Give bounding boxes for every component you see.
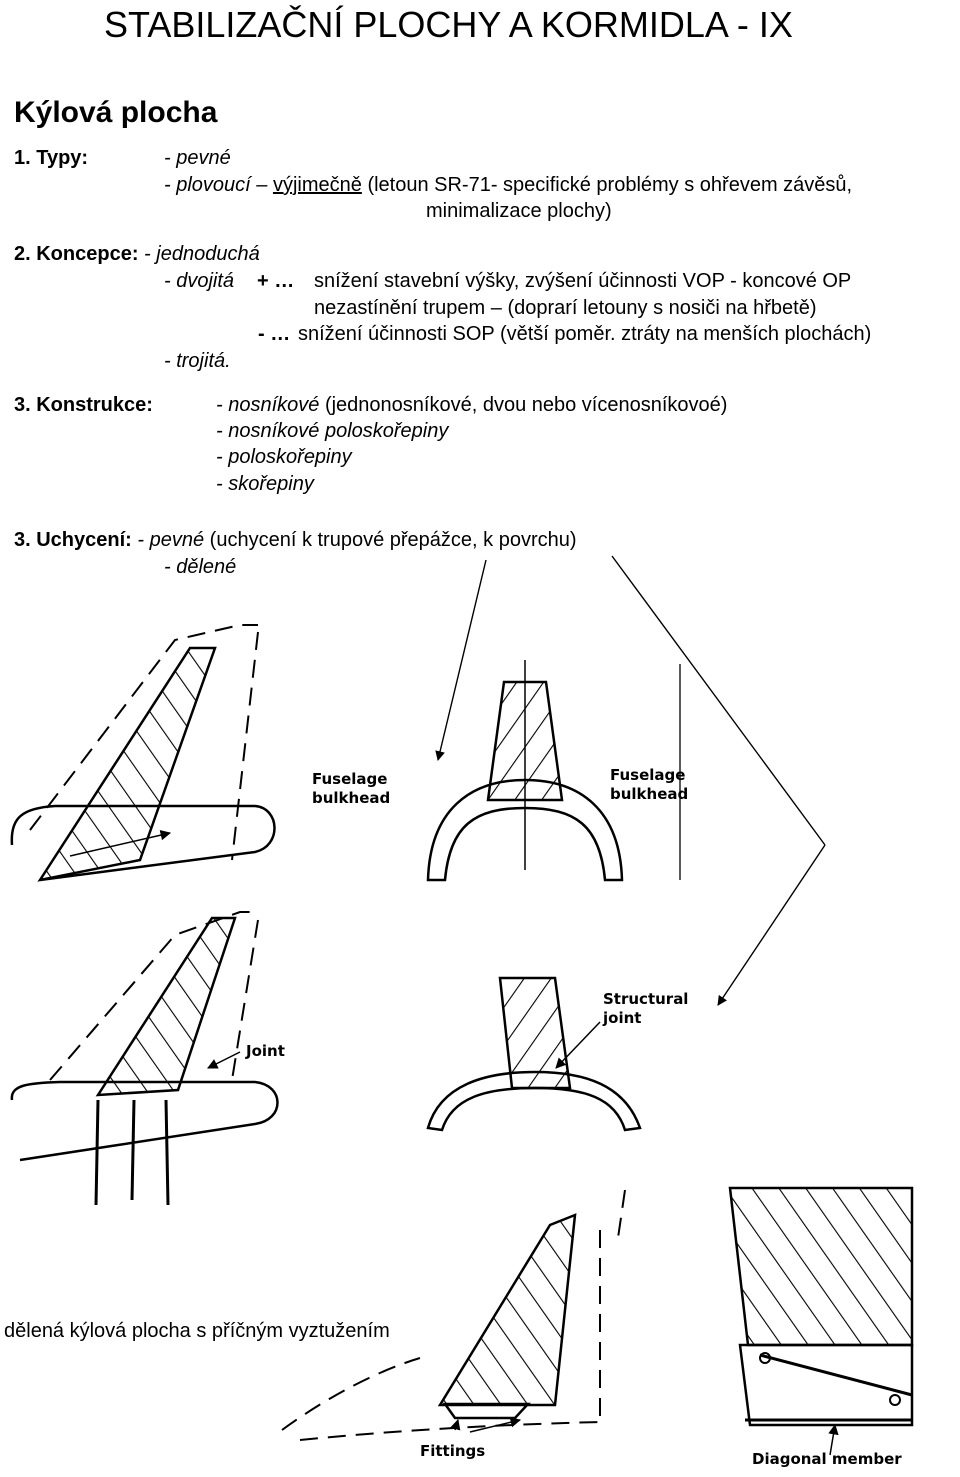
pointer-lines — [435, 555, 826, 1006]
concept-plus-sign: + … — [257, 270, 295, 292]
label-fuselage-bulkhead-right: Fuselage bulkhead — [610, 766, 689, 803]
concept-item-single: - jednoduchá — [144, 243, 260, 265]
label-structural-joint: Structural joint — [603, 990, 689, 1027]
concept-minus-sign: - … — [258, 323, 291, 345]
concept-plus-line1: snížení stavební výšky, zvýšení účinnost… — [314, 270, 852, 292]
concept-row: 2. Koncepce: - jednoduchá — [14, 243, 260, 266]
fin-fixed-front-view — [426, 660, 681, 882]
concept-plus-line2: nezastínění trupem – (doprarí letouny s … — [314, 297, 817, 319]
types-item-floating-name: - plovoucí – — [164, 174, 268, 196]
label-joint: Joint — [246, 1042, 285, 1060]
types-item-floating-note-cont: minimalizace plochy) — [426, 200, 612, 222]
concept-item-triple: - trojitá. — [164, 350, 231, 372]
fin-diagonal-member-view — [728, 1186, 914, 1456]
figure-caption: dělená kýlová plocha s příčným vyztužení… — [4, 1320, 390, 1342]
types-item-fixed: - pevné — [164, 147, 231, 169]
section-heading: Kýlová plocha — [14, 96, 218, 129]
fin-split-front-view — [426, 976, 642, 1132]
attachment-row: 3. Uchycení: - pevné (uchycení k trupové… — [14, 529, 577, 552]
attachment-item-fixed-note: (uchycení k trupové přepážce, k povrchu) — [209, 529, 577, 551]
construction-label: 3. Konstrukce: — [14, 394, 153, 416]
attachment-item-fixed: - pevné — [137, 529, 205, 551]
fin-split-side-view — [10, 911, 279, 1206]
types-label: 1. Typy: — [14, 147, 89, 169]
construction-item-semimonocoque: - poloskořepiny — [216, 446, 352, 468]
label-fittings: Fittings — [420, 1442, 486, 1460]
concept-item-double: - dvojitá — [164, 270, 235, 292]
attachment-label: 3. Uchycení: — [14, 529, 132, 551]
attachment-item-split: - dělené — [164, 556, 237, 578]
construction-item-spar-semimonocoque: - nosníkové poloskořepiny — [216, 420, 449, 442]
types-item-floating-note: (letoun SR-71- specifické problémy s ohř… — [367, 174, 853, 196]
types-item-floating-exception: výjimečně — [272, 174, 362, 196]
label-diagonal-member: Diagonal member — [752, 1450, 902, 1468]
construction-item-monocoque: - skořepiny — [216, 473, 314, 495]
construction-item-spar-note: (jednonosníkové, dvou nebo vícenosníkovo… — [324, 394, 728, 416]
page-title: STABILIZAČNÍ PLOCHY A KORMIDLA - IX — [104, 4, 793, 45]
fin-fittings-view — [281, 1189, 626, 1441]
label-fuselage-bulkhead-left: Fuselage bulkhead — [312, 770, 391, 807]
types-item-floating: - plovoucí – výjimečně (letoun SR-71- sp… — [164, 174, 852, 197]
concept-minus-line: snížení účinnosti SOP (větší poměr. ztrá… — [298, 323, 872, 345]
construction-item-spar: - nosníkové (jednonosníkové, dvou nebo v… — [216, 394, 727, 417]
concept-label: 2. Koncepce: — [14, 243, 139, 265]
fin-fixed-side-view — [10, 624, 276, 882]
construction-item-spar-name: - nosníkové — [216, 394, 320, 416]
